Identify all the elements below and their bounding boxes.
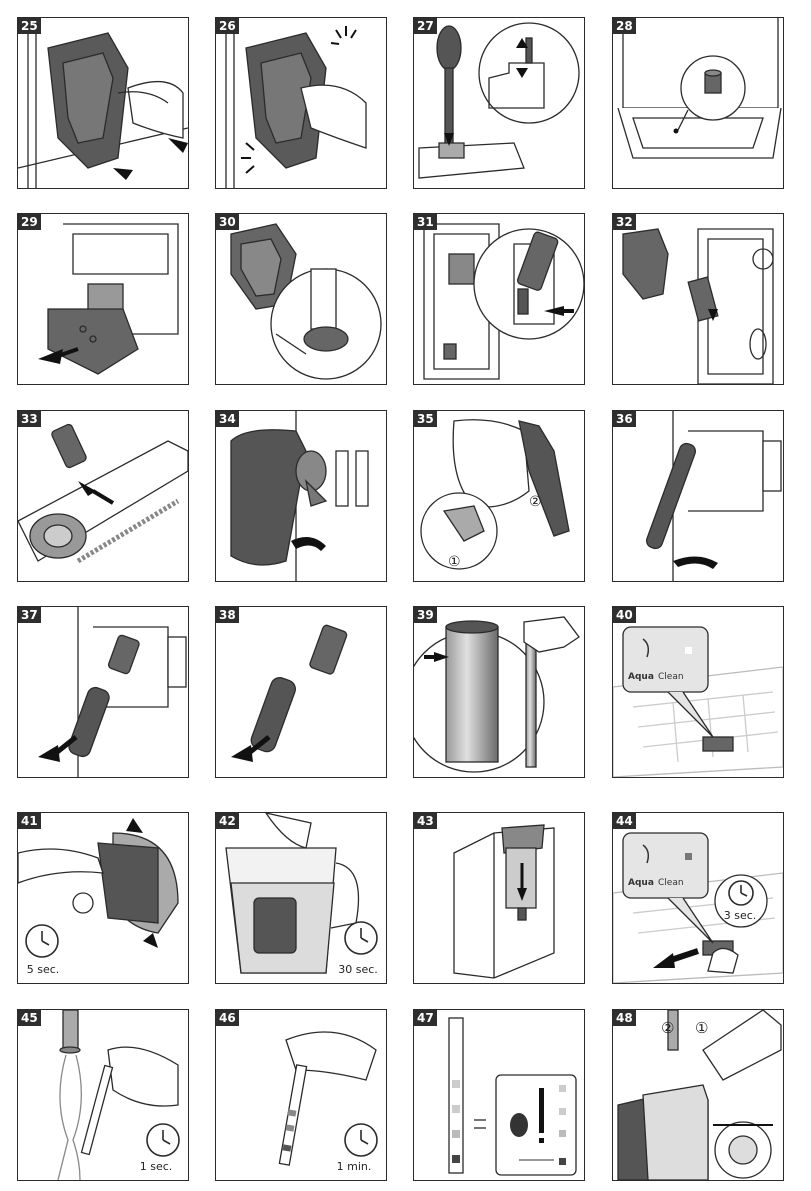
aqua-clean-press-illustration: Aqua Clean [613, 813, 783, 983]
fill-water-tank-illustration: ② ① [613, 1010, 783, 1180]
step-panel-39: 39 [413, 606, 585, 778]
step-number: 25 [18, 18, 41, 34]
step-panel-35: 35 ① ② [413, 410, 585, 582]
measuring-spoon-illustration [414, 18, 584, 188]
drip-tray-pin-illustration [613, 18, 783, 188]
callout-one: ① [695, 1019, 708, 1037]
step-panel-43: 43 [413, 812, 585, 984]
timer-badge: 5 sec. [22, 963, 64, 976]
callout-two: ② [661, 1019, 674, 1037]
step-panel-42: 42 30 sec. [215, 812, 387, 984]
timer-label: 30 sec. [330, 963, 386, 976]
grease-rail-illustration [414, 214, 584, 384]
timer-label: 3 sec. [719, 909, 761, 922]
timer-label: 1 sec. [135, 1160, 177, 1173]
shake-filter-illustration [18, 813, 188, 983]
tube-inspect-illustration [414, 607, 584, 777]
step-number: 41 [18, 813, 41, 829]
step-panel-28: 28 [612, 17, 784, 189]
step-number: 44 [613, 813, 636, 829]
milk-jug-attach-illustration [216, 411, 386, 581]
step-number: 43 [414, 813, 437, 829]
step-panel-30: 30 [215, 213, 387, 385]
step-number: 32 [613, 214, 636, 230]
step-panel-46: 46 1 min. [215, 1009, 387, 1181]
lubricate-brew-unit-illustration [216, 214, 386, 384]
step-number: 46 [216, 1010, 239, 1026]
milk-tube-detach-illustration [613, 411, 783, 581]
aqua-clean-display-illustration: Aqua Clean [613, 607, 783, 777]
brew-unit-click-illustration [216, 18, 386, 188]
soak-filter-illustration [216, 813, 386, 983]
timer-badge: 1 sec. [135, 1160, 177, 1173]
remove-drip-tray-illustration [18, 214, 188, 384]
grease-inside-illustration [613, 214, 783, 384]
step-number: 38 [216, 607, 239, 623]
step-panel-45: 45 1 sec. [17, 1009, 189, 1181]
step-panel-26: 26 [215, 17, 387, 189]
step-number: 40 [613, 607, 636, 623]
step-panel-48: 48 ② ① [612, 1009, 784, 1181]
step-panel-27: 27 [413, 17, 585, 189]
step-panel-29: 29 [17, 213, 189, 385]
step-panel-44: 44 Aqua Clean 3 sec. [612, 812, 784, 984]
clean-word: Clean [658, 878, 684, 888]
step-number: 27 [414, 18, 437, 34]
step-number: 33 [18, 411, 41, 427]
step-number: 42 [216, 813, 239, 829]
step-panel-41: 41 5 sec. [17, 812, 189, 984]
insert-filter-tank-illustration [414, 813, 584, 983]
wait-test-strip-illustration [216, 1010, 386, 1180]
step-panel-33: 33 [17, 410, 189, 582]
aqua-word: Aqua [628, 878, 654, 888]
step-number: 26 [216, 18, 239, 34]
milk-tube-remove-illustration: ① ② [414, 411, 584, 581]
step-number: 37 [18, 607, 41, 623]
step-panel-32: 32 [612, 213, 784, 385]
timer-badge: 1 min. [333, 1160, 375, 1173]
step-number: 39 [414, 607, 437, 623]
step-number: 29 [18, 214, 41, 230]
aqua-word: Aqua [628, 672, 654, 682]
clean-word: Clean [658, 672, 684, 682]
timer-label: 5 sec. [22, 963, 64, 976]
grease-brew-unit-illustration [18, 411, 188, 581]
step-panel-36: 36 [612, 410, 784, 582]
timer-badge: 3 sec. [719, 909, 761, 922]
step-number: 31 [414, 214, 437, 230]
step-number: 45 [18, 1010, 41, 1026]
step-panel-47: 47 [413, 1009, 585, 1181]
timer-label: 1 min. [333, 1160, 375, 1173]
step-panel-31: 31 [413, 213, 585, 385]
step-panel-34: 34 [215, 410, 387, 582]
separate-tube-parts-illustration [18, 607, 188, 777]
callout-two: ② [529, 494, 542, 510]
step-number: 35 [414, 411, 437, 427]
timer-badge: 30 sec. [330, 963, 386, 976]
step-number: 48 [613, 1010, 636, 1026]
step-number: 47 [414, 1010, 437, 1026]
step-number: 34 [216, 411, 239, 427]
step-number: 36 [613, 411, 636, 427]
step-panel-37: 37 [17, 606, 189, 778]
tube-parts-separated-illustration [216, 607, 386, 777]
step-panel-38: 38 [215, 606, 387, 778]
brew-unit-insert-illustration [18, 18, 188, 188]
step-panel-25: 25 [17, 17, 189, 189]
step-number: 28 [613, 18, 636, 34]
rinse-test-strip-illustration [18, 1010, 188, 1180]
test-strip-compare-illustration [414, 1010, 584, 1180]
step-number: 30 [216, 214, 239, 230]
step-panel-40: 40 Aqua Clean [612, 606, 784, 778]
callout-one: ① [448, 554, 461, 570]
